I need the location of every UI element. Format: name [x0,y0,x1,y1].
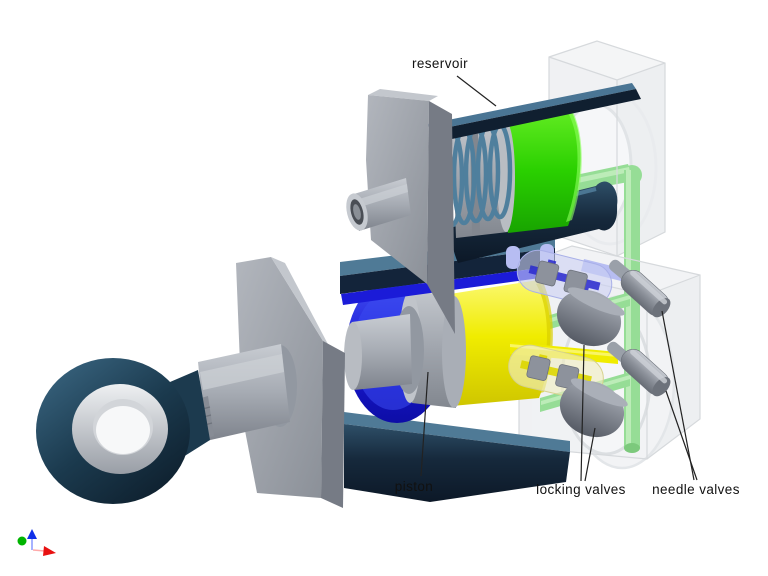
leader-locking-valve-1 [580,344,585,482]
label-piston: piston [395,479,433,494]
rod-end-eye [36,358,210,504]
label-needle-valves: needle valves [652,482,740,497]
locking-valve-lower-dome [559,378,628,438]
triad-right-arrow [43,546,56,556]
label-locking-valves: locking valves [536,482,626,497]
leader-reservoir [456,75,497,107]
locking-valve-upper-dome [556,287,625,347]
orientation-triad [17,529,56,556]
reservoir-assembly [428,83,641,263]
leader-lines [420,75,698,482]
needle-valve-upper [620,269,671,318]
reservoir-green-chamber [500,109,581,233]
reservoir-shell-top-teal [428,83,636,131]
reservoir-mount-stub [346,178,411,231]
piston-hub [344,306,424,394]
needle-valve-lower [620,348,671,397]
leader-needle-valve-2 [665,390,698,481]
reservoir-shell-top-navy [430,89,641,143]
label-reservoir: reservoir [412,56,468,71]
leader-piston [420,371,429,477]
triad-origin-dot [17,536,27,546]
leader-needle-valve-1 [661,310,695,481]
triad-up-arrow [27,529,37,539]
leader-locking-valve-2 [584,427,596,482]
main-shell-bottom-navy [344,424,570,502]
green-pipe-vertical [624,170,640,453]
